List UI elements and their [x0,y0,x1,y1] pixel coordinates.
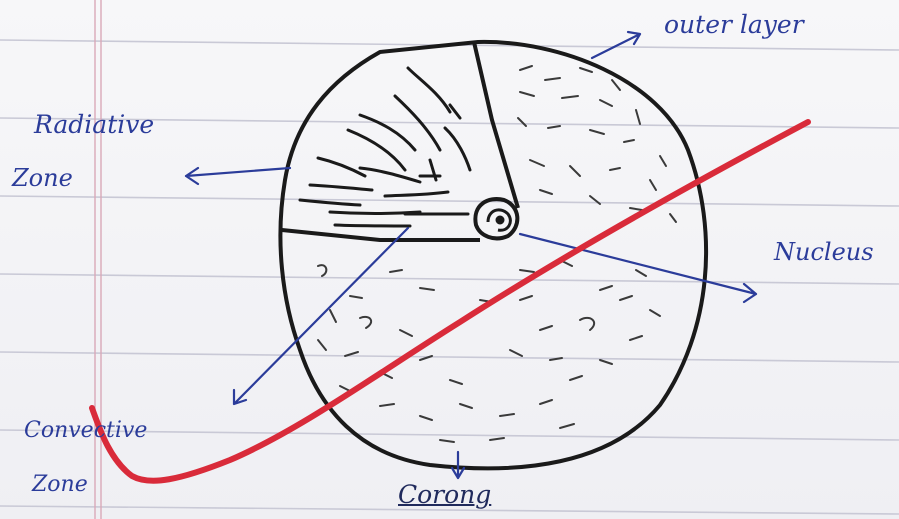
outer-layer-texture [517,65,677,223]
radiative-zone-label-line2: Zone [12,164,73,192]
radiative-divider-vertical [472,41,520,209]
convective-zone-label-line1: Convective [24,418,148,443]
nucleus-core [473,197,520,241]
convective-zone-texture [317,259,661,443]
radiative-zone-label-line1: Radiative [34,110,155,139]
convective-zone-arrow [232,226,410,406]
outer-layer-arrow [590,30,642,60]
pointer-arrows [184,30,758,480]
ruled-lines [0,39,899,515]
nucleus-arrow [518,232,758,304]
nucleus-label: Nucleus [774,238,874,266]
sun-outline [278,39,709,471]
corona-arrow [450,450,466,480]
radiative-zone-scribbles [298,66,472,228]
cross-out-stroke [89,119,811,484]
outer-layer-label: outer layer [664,10,804,39]
radiative-divider-horizontal [281,228,480,242]
radiative-zone-arrow [184,166,292,186]
corona-label: Corong [398,480,492,509]
convective-zone-label-line2: Zone [32,472,88,497]
